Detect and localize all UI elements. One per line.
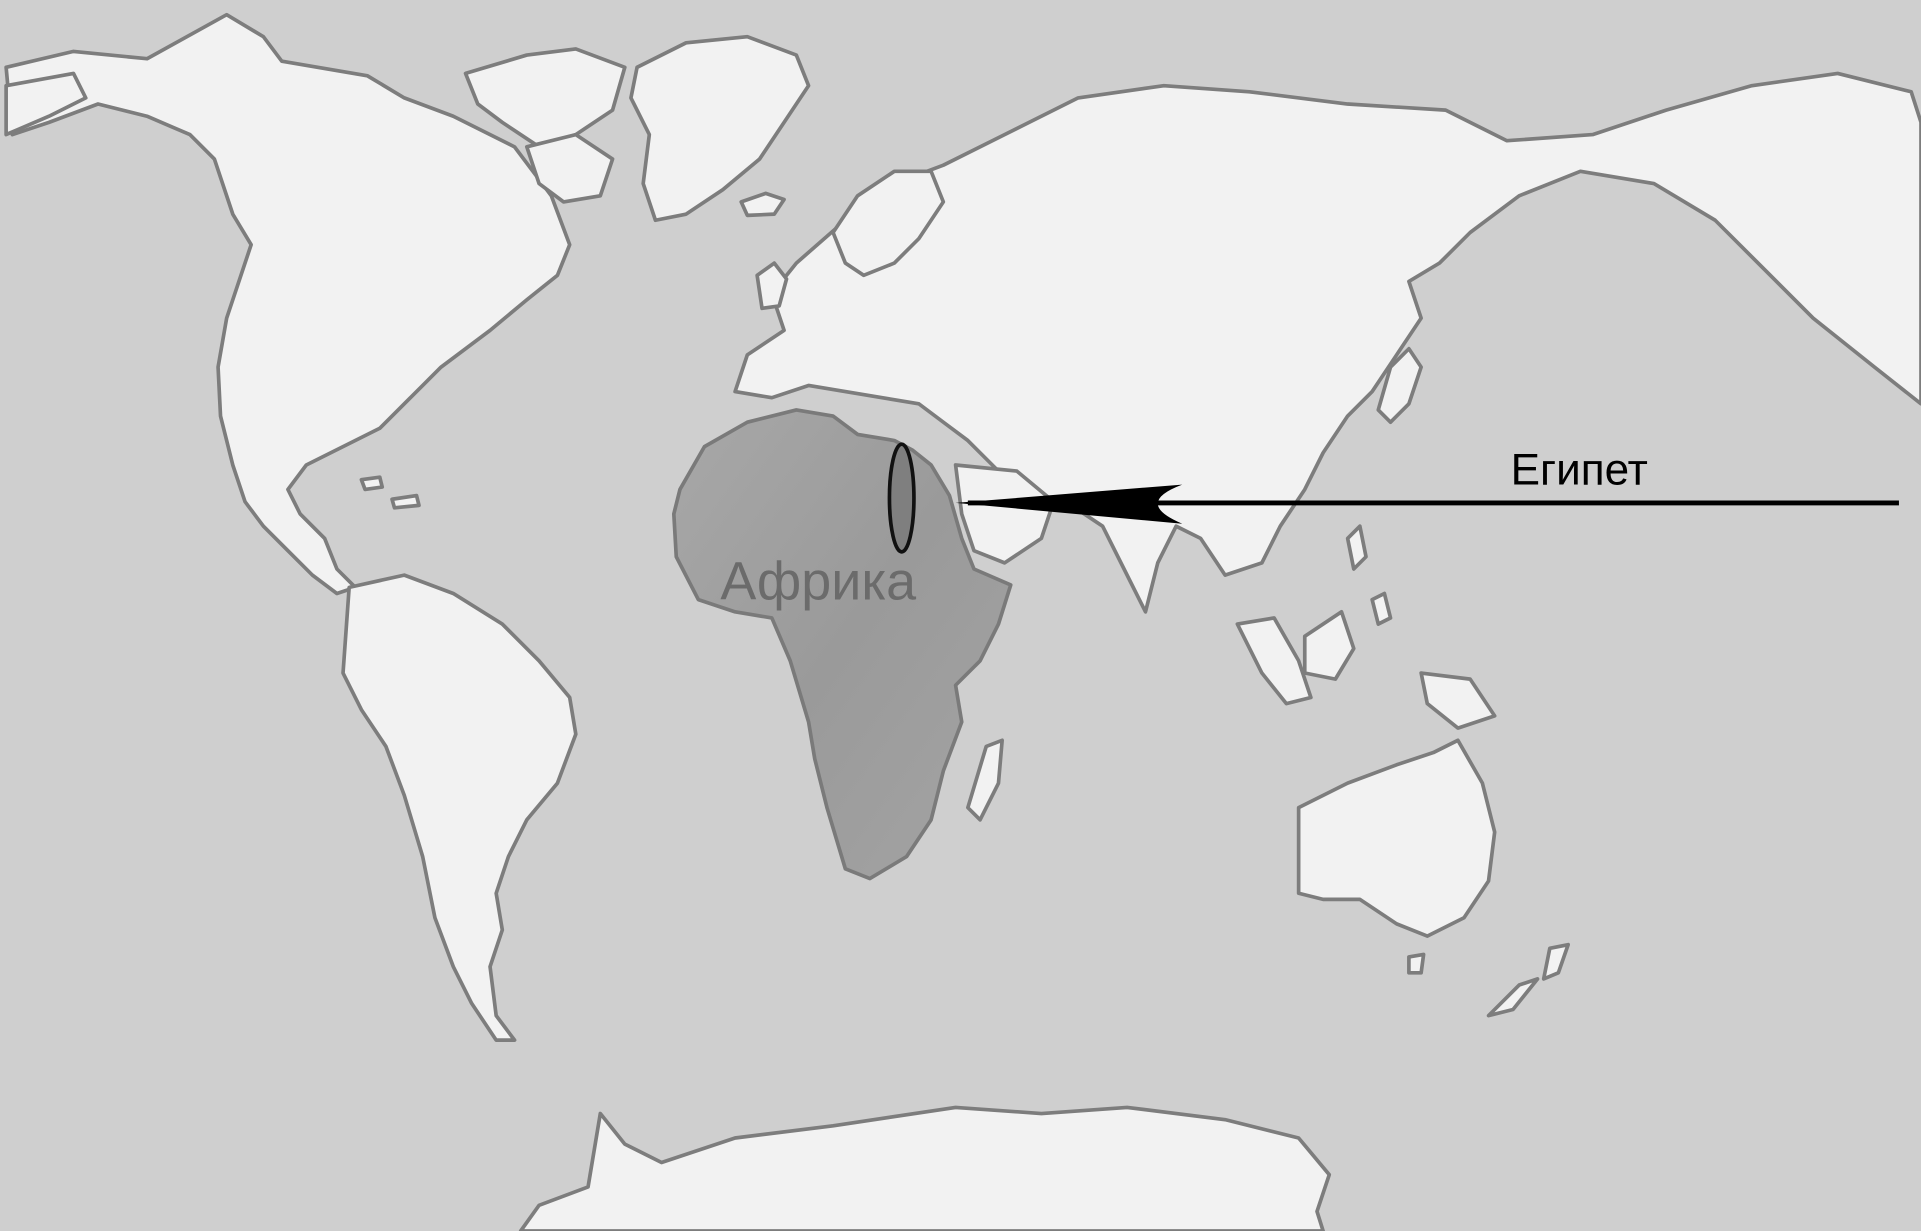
north-america <box>4 12 572 596</box>
british-isles <box>755 261 789 311</box>
south-america <box>341 573 578 1042</box>
alaska-tip <box>4 71 88 137</box>
caribbean <box>359 475 421 510</box>
sea-islands <box>1235 609 1497 730</box>
africa-label: Африка <box>720 552 916 612</box>
egypt-label: Египет <box>1511 446 1648 495</box>
africa <box>671 408 1013 881</box>
australia <box>1296 738 1497 938</box>
iceland <box>739 191 786 218</box>
egypt-highlight-oval <box>887 442 916 554</box>
scandinavia <box>831 169 946 278</box>
arabia <box>953 463 1056 565</box>
antarctica <box>518 1105 1332 1231</box>
greenland <box>629 34 811 223</box>
tasmania <box>1407 952 1426 975</box>
arctic-islands <box>463 47 627 149</box>
madagascar <box>966 738 1004 822</box>
philippines <box>1345 524 1393 626</box>
baffin-island <box>524 132 615 204</box>
arrow-head-icon <box>955 484 1183 524</box>
japan <box>1376 346 1423 424</box>
new-zealand <box>1486 942 1571 1018</box>
